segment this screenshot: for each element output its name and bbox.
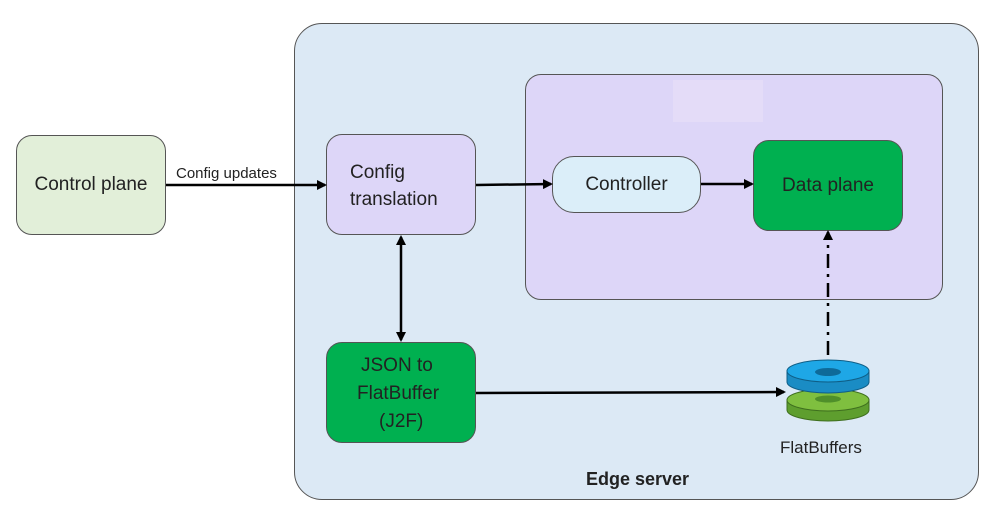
flatbuffers-label: FlatBuffers xyxy=(780,438,862,457)
config-translation-box: Config translation xyxy=(326,134,476,235)
control-plane-label: Control plane xyxy=(34,174,148,195)
region-highlight xyxy=(673,80,763,122)
j2f-line1: JSON to xyxy=(361,355,433,376)
config-updates-label: Config updates xyxy=(176,165,277,182)
controller-box: Controller xyxy=(552,156,701,213)
j2f-line3: (J2F) xyxy=(379,411,424,432)
config-translation-line1: Config xyxy=(350,162,405,183)
arrow-j2f-to-flatbuffers xyxy=(475,387,786,398)
j2f-line2: FlatBuffer xyxy=(357,383,440,404)
data-plane-label: Data plane xyxy=(782,174,874,196)
config-translation-line2: translation xyxy=(350,189,438,210)
j2f-box: JSON to FlatBuffer (J2F) xyxy=(326,342,476,443)
control-plane-box: Control plane xyxy=(16,135,166,235)
flatbuffers-disk-icon xyxy=(786,359,870,422)
controller-label: Controller xyxy=(585,173,668,195)
edge-server-label: Edge server xyxy=(586,469,690,489)
arrow-translation-to-controller xyxy=(475,179,553,190)
